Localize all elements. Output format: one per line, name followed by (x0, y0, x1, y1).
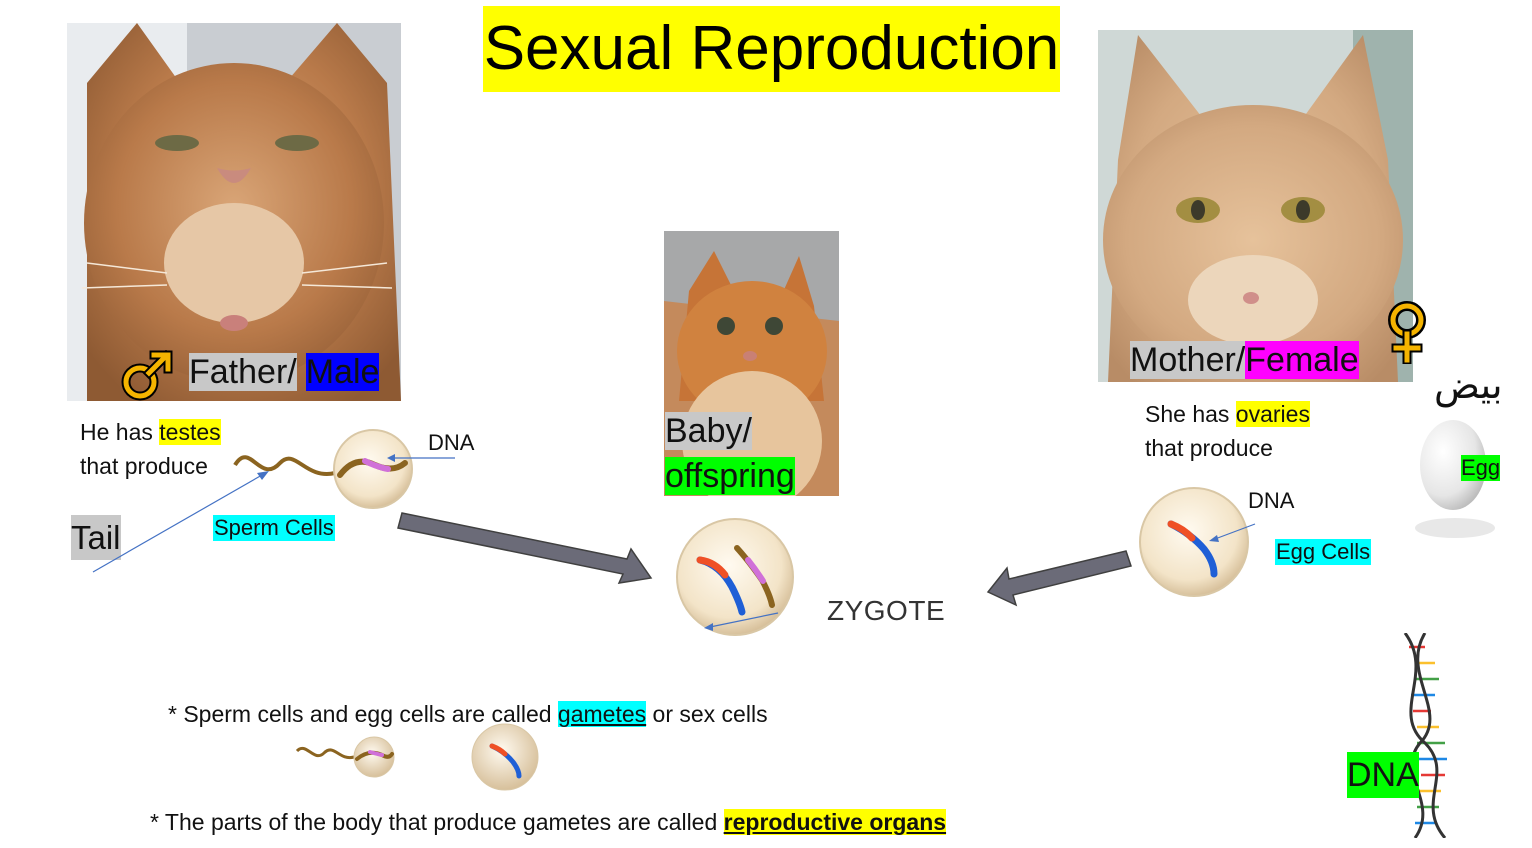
dna-helix-label: DNA (1347, 752, 1419, 798)
ovaries-term: ovaries (1235, 401, 1310, 427)
father-desc-prefix: He has (80, 419, 160, 445)
egg-dna-pointer (1209, 523, 1256, 542)
mother-label: Mother/Female (1130, 340, 1359, 380)
male-label: Male (305, 353, 380, 391)
father-cat-photo (67, 23, 401, 401)
father-desc-suffix: that produce (80, 453, 208, 479)
tail-label: Tail (71, 515, 121, 560)
baby-kitten-photo (664, 231, 839, 496)
sperm-dna-pointer (387, 454, 455, 462)
reproductive-organs-term[interactable]: reproductive organs (723, 809, 947, 835)
mother-cat-photo (1098, 30, 1413, 382)
egg-to-zygote-arrow (986, 550, 1132, 607)
egg-dna-label: DNA (1248, 488, 1295, 513)
baby-role: Baby/ (665, 412, 752, 450)
mother-role: Mother/ (1130, 341, 1246, 379)
female-label: Female (1245, 341, 1359, 379)
mother-desc-suffix: that produce (1145, 435, 1273, 461)
gametes-term[interactable]: gametes (557, 701, 647, 727)
testes-term: testes (159, 419, 221, 445)
arabic-egg-label: بيض (1434, 363, 1503, 407)
small-egg-cell-icon (470, 722, 540, 792)
gametes-note-suffix: or sex cells (646, 701, 768, 727)
sperm-to-zygote-arrow (397, 512, 653, 584)
mother-description: She has ovaries that produce (1145, 397, 1345, 465)
mother-desc-prefix: She has (1145, 401, 1236, 427)
baby-label: Baby/ offspring (665, 411, 795, 496)
egg-cell-diagram (1136, 484, 1256, 604)
father-description: He has testes that produce (80, 415, 280, 483)
father-role: Father/ (189, 353, 297, 391)
zygote-label: ZYGOTE (827, 595, 946, 626)
gametes-note: * Sperm cells and egg cells are called g… (168, 697, 768, 731)
small-sperm-cell-icon (294, 733, 399, 778)
page-title: Sexual Reproduction (483, 6, 1060, 92)
sperm-dna-label: DNA (428, 430, 475, 455)
female-symbol-icon (1384, 300, 1430, 365)
sperm-tail (233, 455, 336, 476)
father-label: Father/Male (189, 352, 380, 392)
sperm-cell-diagram (225, 425, 425, 515)
sperm-cells-label: Sperm Cells (213, 515, 335, 541)
male-symbol-icon (118, 349, 176, 402)
gametes-note-prefix: * Sperm cells and egg cells are called (168, 701, 558, 727)
zygote-diagram (670, 515, 800, 640)
egg-label: Egg (1461, 455, 1501, 481)
egg-photo (1403, 410, 1503, 545)
organs-note-prefix: * The parts of the body that produce gam… (150, 809, 724, 835)
egg-cells-label: Egg Cells (1275, 539, 1372, 565)
organs-note: * The parts of the body that produce gam… (150, 805, 947, 839)
tail-pointer (92, 471, 269, 573)
dna-helix-icon (1395, 632, 1455, 839)
offspring-label: offspring (665, 457, 795, 495)
